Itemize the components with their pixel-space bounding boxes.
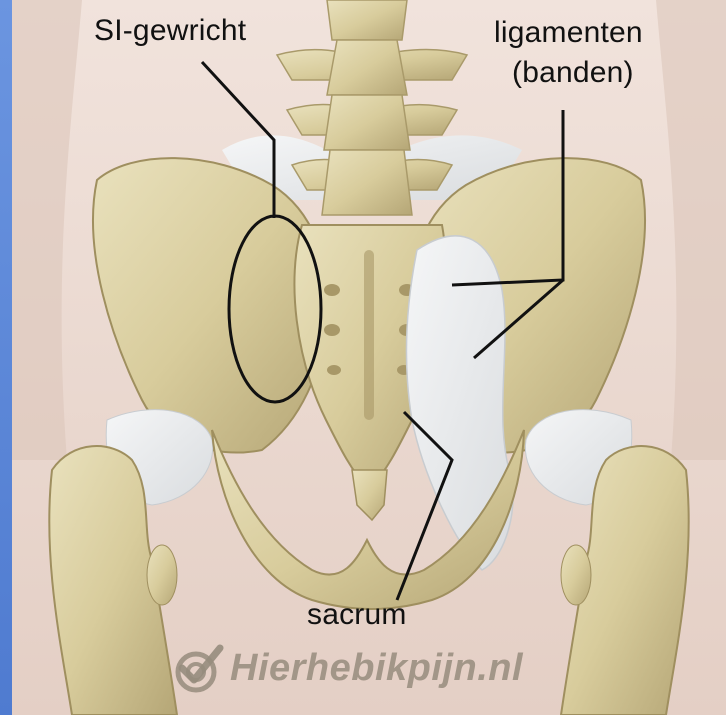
checkmark-target-logo-icon [172,642,224,694]
ligaments-label: ligamenten [494,16,643,49]
anatomy-illustration: SI-gewricht ligamenten (banden) sacrum H… [12,0,726,715]
watermark-text: Hierhebikpijn.nl [230,647,523,690]
left-lesser-trochanter [147,545,177,605]
ligaments-sublabel: (banden) [512,56,634,89]
right-lesser-trochanter [561,545,591,605]
watermark: Hierhebikpijn.nl [172,638,523,698]
si-joint-label: SI-gewricht [94,14,246,47]
sacrum-label: sacrum [307,598,407,631]
